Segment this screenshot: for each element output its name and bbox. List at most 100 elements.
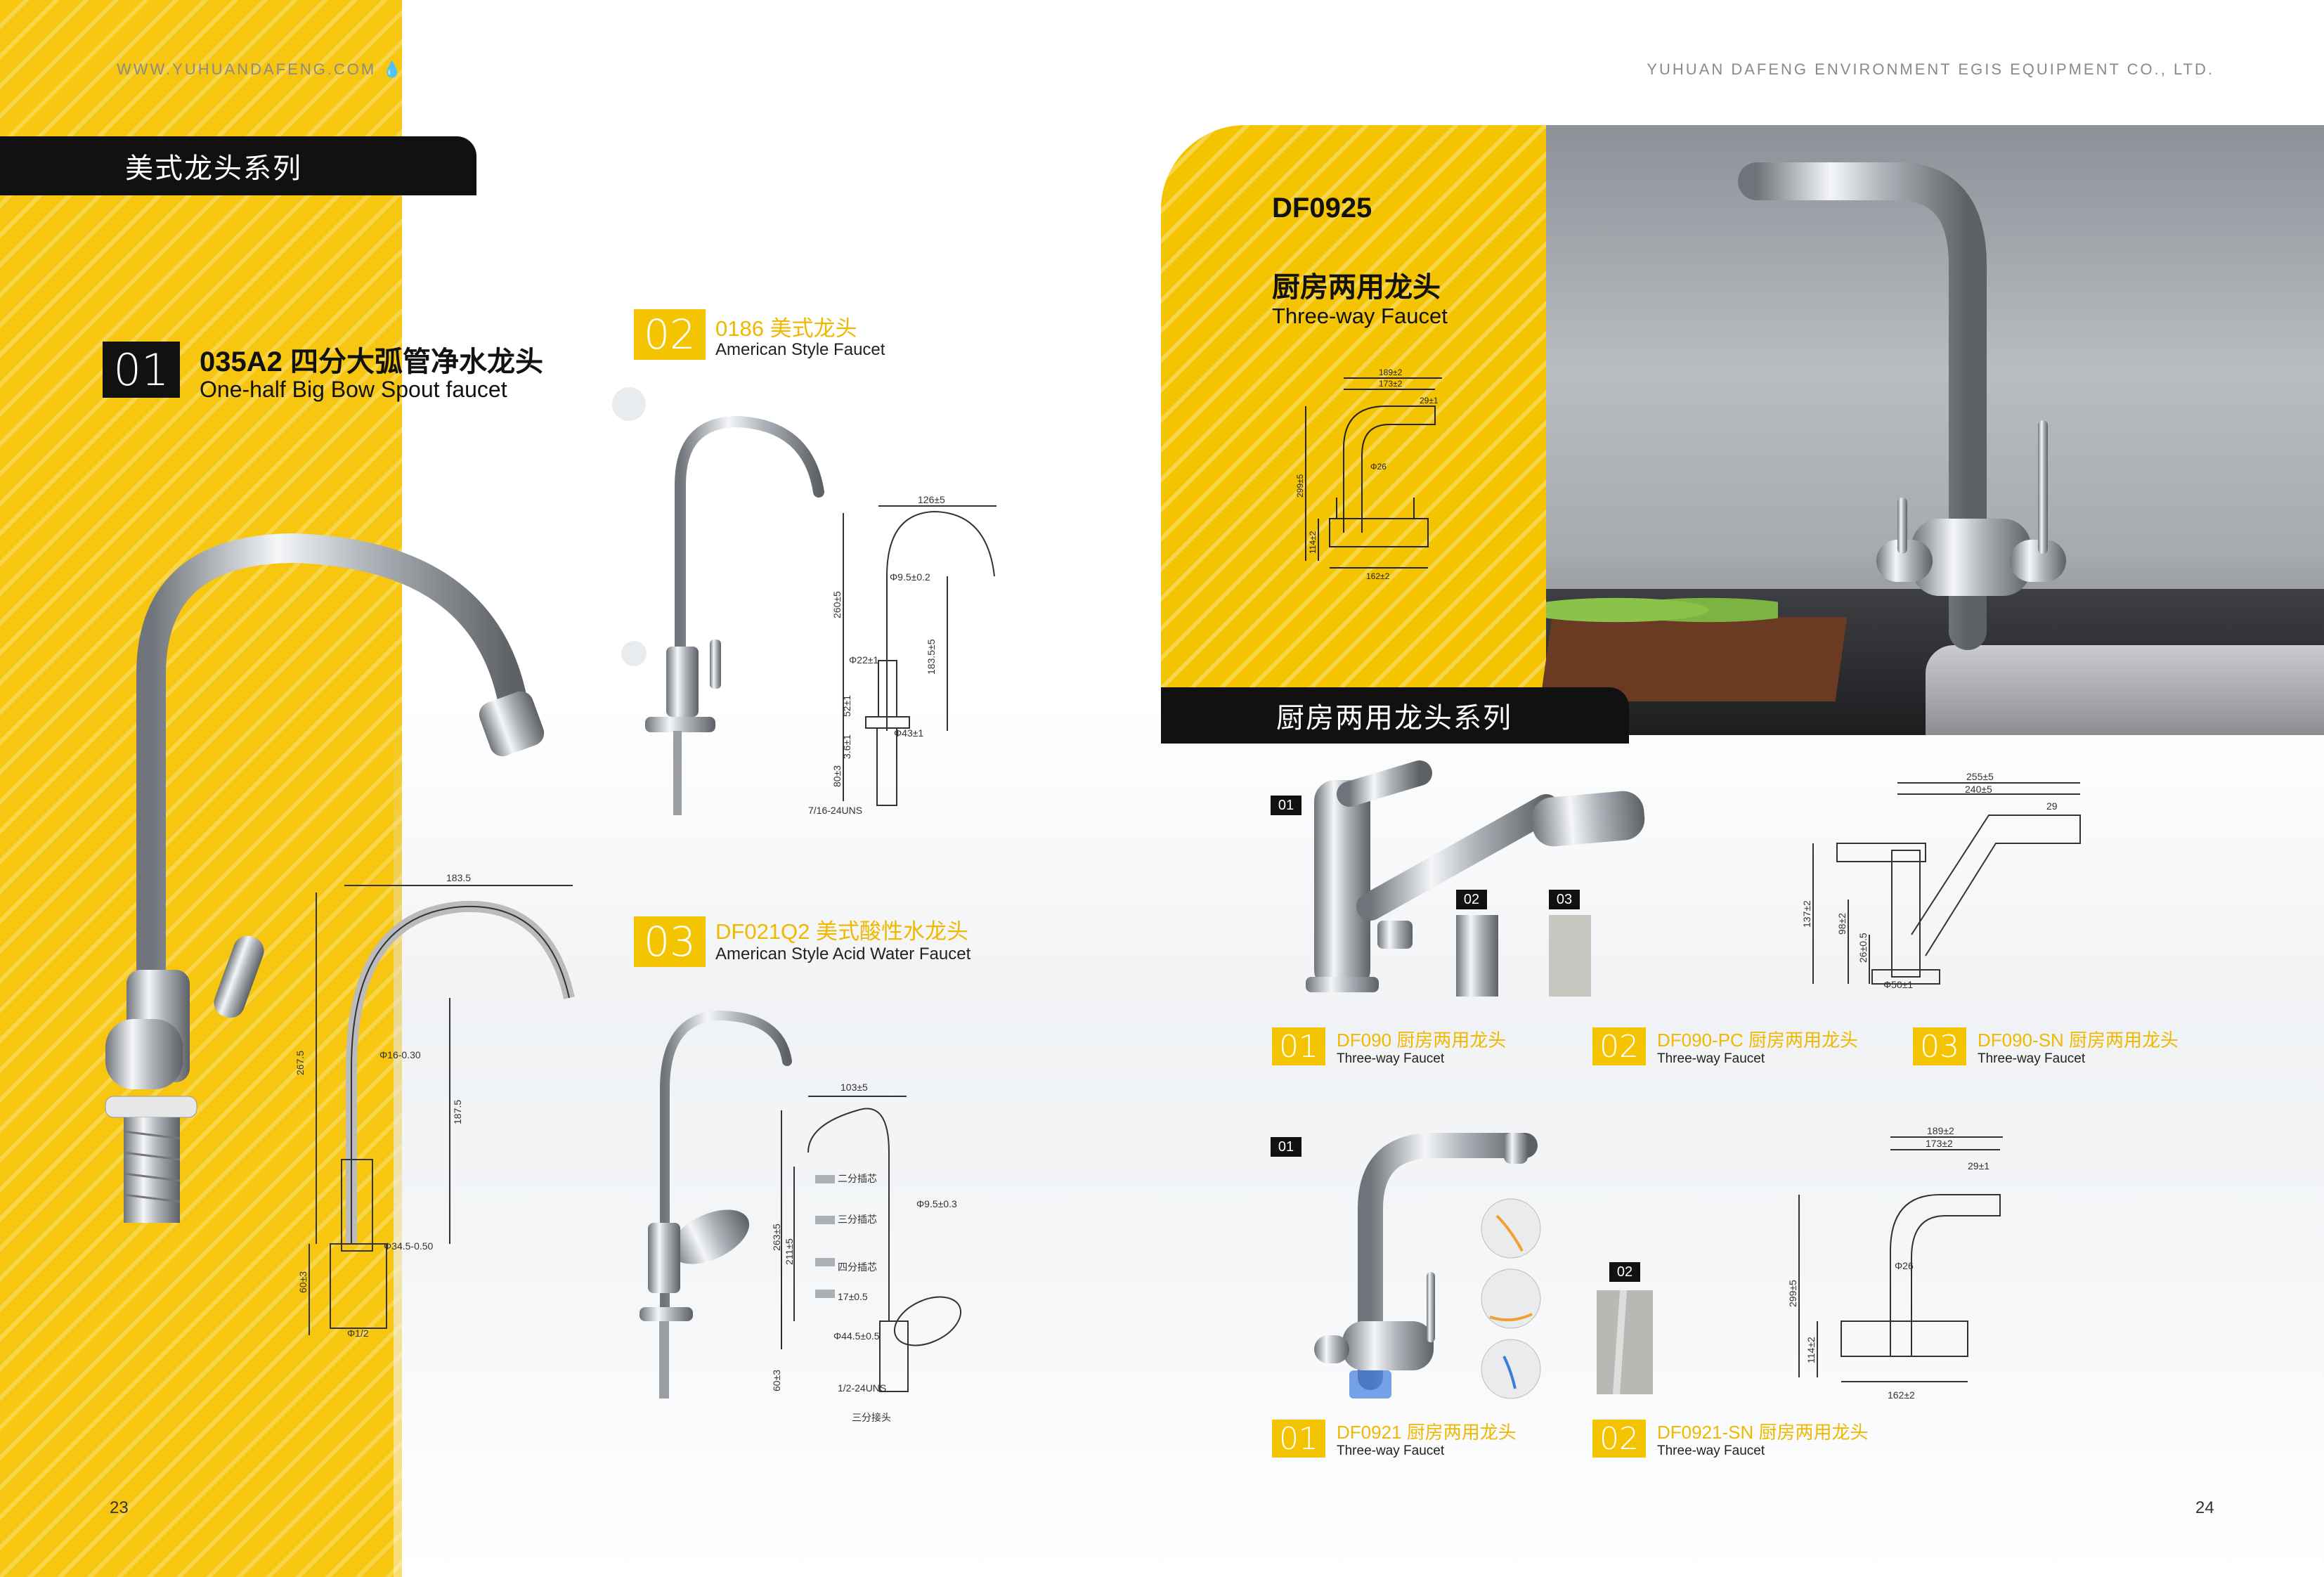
product-number-badge: 02 — [1592, 1420, 1646, 1458]
feature-kitchen-photo — [1540, 125, 2324, 735]
product-title-cn: DF090-SN 厨房两用龙头 — [1978, 1030, 2179, 1051]
svg-text:162±2: 162±2 — [1366, 571, 1390, 581]
product-title-en: American Style Acid Water Faucet — [715, 945, 971, 963]
svg-text:Φ43±1: Φ43±1 — [894, 727, 923, 739]
svg-text:162±2: 162±2 — [1888, 1389, 1915, 1401]
svg-text:263±5: 263±5 — [771, 1224, 782, 1251]
detail-circles-df0921 — [1481, 1198, 1541, 1399]
product-title-cn: DF090 厨房两用龙头 — [1337, 1030, 1507, 1051]
product-title-cn: DF021Q2 美式酸性水龙头 — [715, 919, 969, 944]
svg-text:52±1: 52±1 — [841, 695, 852, 717]
dimension-drawing-df021q2 — [781, 1096, 962, 1392]
yellow-stripe-band — [0, 0, 402, 1577]
product-title-cn: 0186 美式龙头 — [715, 316, 857, 341]
svg-text:17±0.5: 17±0.5 — [838, 1291, 868, 1302]
image-badge: 01 — [1271, 796, 1301, 815]
product-title-en: Three-way Faucet — [1337, 1443, 1445, 1458]
product-number-badge: 02 — [634, 309, 706, 360]
svg-text:3.6±1: 3.6±1 — [841, 734, 852, 759]
faucet-image-0186 — [612, 387, 824, 815]
svg-text:126±5: 126±5 — [918, 494, 945, 505]
cucumber-slices — [1546, 589, 1778, 631]
svg-text:29±1: 29±1 — [1968, 1160, 1989, 1172]
section-tab-american-faucets: 美式龙头系列 — [0, 136, 476, 195]
svg-text:211±5: 211±5 — [784, 1238, 795, 1265]
svg-text:183.5±5: 183.5±5 — [926, 639, 937, 675]
svg-text:114±2: 114±2 — [1308, 531, 1318, 554]
feature-model: DF0925 — [1272, 193, 1372, 223]
feature-dimension-drawing: 189±2 173±2 29±1 Φ26 299±5 114±2 162±2 — [1295, 368, 1442, 581]
dimension-labels-df021q2: 103±5 二分插芯 三分插芯 四分插芯 Φ9.5±0.3 263±5 211±… — [771, 1082, 957, 1423]
sink-basin — [1926, 645, 2324, 735]
image-badge: 02 — [1456, 890, 1487, 909]
svg-text:187.5: 187.5 — [452, 1100, 463, 1124]
svg-text:二分插芯: 二分插芯 — [838, 1173, 877, 1184]
svg-text:Φ22±1: Φ22±1 — [849, 654, 878, 666]
svg-text:三分接头: 三分接头 — [852, 1412, 891, 1423]
svg-text:260±5: 260±5 — [831, 591, 843, 618]
finish-swatch-pc — [1456, 915, 1498, 997]
feature-title-cn: 厨房两用龙头 — [1272, 272, 1441, 303]
product-number-badge: 01 — [103, 342, 180, 398]
svg-text:114±2: 114±2 — [1805, 1337, 1817, 1363]
product-number-badge: 02 — [1592, 1027, 1646, 1065]
svg-text:60±3: 60±3 — [297, 1271, 309, 1293]
svg-text:80±3: 80±3 — [831, 765, 843, 787]
svg-text:Φ9.5±0.2: Φ9.5±0.2 — [890, 571, 930, 583]
dimension-labels-035a2: 183.5 Φ16-0.30 267.5 187.5 Φ34.5-0.50 60… — [294, 872, 471, 1339]
svg-text:7/16-24UNS: 7/16-24UNS — [808, 805, 862, 816]
faucet-image-df090 — [1306, 760, 1645, 992]
svg-text:183.5: 183.5 — [446, 872, 471, 883]
feature-faucet-image — [1738, 162, 2066, 650]
product-title-en: Three-way Faucet — [1657, 1051, 1765, 1066]
svg-text:三分插芯: 三分插芯 — [838, 1214, 877, 1225]
svg-text:60±3: 60±3 — [771, 1370, 782, 1391]
svg-text:103±5: 103±5 — [840, 1082, 868, 1093]
svg-text:189±2: 189±2 — [1927, 1125, 1954, 1136]
dimension-drawing-035a2 — [309, 885, 575, 1335]
svg-text:1/2-24UNS: 1/2-24UNS — [838, 1382, 886, 1394]
svg-text:Φ34.5-0.50: Φ34.5-0.50 — [384, 1240, 434, 1252]
product-number-badge: 01 — [1272, 1420, 1325, 1458]
image-badge: 03 — [1549, 890, 1580, 909]
dimension-drawing-df090 — [1812, 782, 2081, 985]
dimension-drawing-0186 — [843, 505, 997, 806]
svg-text:299±5: 299±5 — [1295, 474, 1305, 498]
svg-text:189±2: 189±2 — [1379, 368, 1403, 377]
svg-text:Φ26: Φ26 — [1895, 1260, 1914, 1271]
svg-text:Φ26: Φ26 — [1370, 462, 1387, 472]
finish-swatch-df0921-sn — [1597, 1290, 1653, 1395]
svg-text:267.5: 267.5 — [294, 1051, 306, 1075]
svg-text:29: 29 — [2046, 800, 2058, 812]
svg-text:240±5: 240±5 — [1965, 784, 1992, 795]
insert-fittings — [815, 1175, 835, 1298]
product-title-cn: DF0921-SN 厨房两用龙头 — [1657, 1422, 1869, 1443]
svg-text:Φ44.5±0.5: Φ44.5±0.5 — [833, 1330, 880, 1342]
svg-text:173±2: 173±2 — [1379, 379, 1403, 389]
product-number-badge: 01 — [1272, 1027, 1325, 1065]
section-tab-kitchen-faucets: 厨房两用龙头系列 — [1161, 687, 1629, 744]
svg-text:Φ16-0.30: Φ16-0.30 — [379, 1049, 421, 1060]
svg-text:四分插芯: 四分插芯 — [838, 1261, 877, 1273]
svg-text:137±2: 137±2 — [1801, 900, 1812, 928]
dimension-labels-0186: 126±5 Φ9.5±0.2 260±5 Φ22±1 183.5±5 52±1 … — [808, 494, 945, 816]
image-badge: 01 — [1271, 1137, 1301, 1157]
feature-product-card: DF0925 厨房两用龙头 Three-way Faucet 189±2 173… — [1161, 125, 2324, 735]
product-title-en: Three-way Faucet — [1337, 1051, 1445, 1066]
svg-text:26±0.5: 26±0.5 — [1857, 933, 1869, 963]
product-title-en: American Style Faucet — [715, 340, 885, 359]
page-number-right: 24 — [2195, 1498, 2214, 1517]
svg-text:255±5: 255±5 — [1966, 771, 1994, 782]
product-number-badge: 03 — [634, 916, 706, 967]
product-title-cn: DF0921 厨房两用龙头 — [1337, 1422, 1517, 1443]
feature-yellow-panel: DF0925 厨房两用龙头 Three-way Faucet 189±2 173… — [1161, 125, 1546, 735]
water-drop-icon: 💧 — [382, 60, 404, 78]
product-title-en: One-half Big Bow Spout faucet — [200, 377, 507, 402]
svg-text:173±2: 173±2 — [1926, 1138, 1953, 1149]
feature-title-en: Three-way Faucet — [1272, 304, 1448, 328]
svg-text:Φ1/2: Φ1/2 — [347, 1328, 369, 1339]
faucet-image-df021q2 — [640, 1010, 792, 1398]
finish-swatch-sn — [1549, 915, 1591, 997]
